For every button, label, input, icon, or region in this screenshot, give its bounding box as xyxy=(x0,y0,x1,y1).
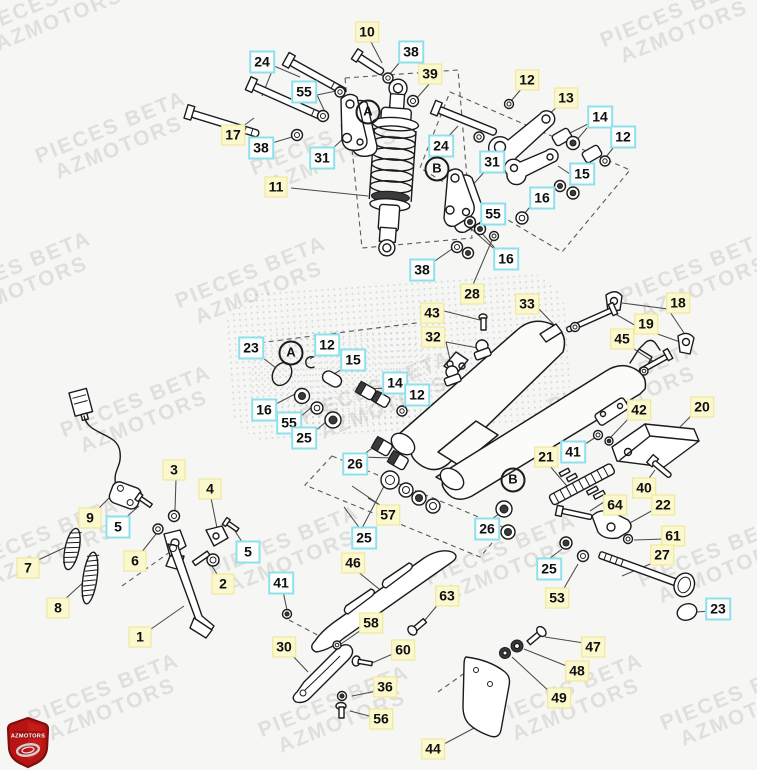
part-label-38[interactable]: 38 xyxy=(409,258,435,282)
part-label-24[interactable]: 24 xyxy=(428,134,454,158)
part-label-3[interactable]: 3 xyxy=(162,459,186,481)
part-label-16[interactable]: 16 xyxy=(493,247,519,271)
part-label-33[interactable]: 33 xyxy=(515,293,539,315)
part-label-57[interactable]: 57 xyxy=(376,504,400,526)
reference-marker-a: A xyxy=(278,340,304,366)
part-label-26[interactable]: 26 xyxy=(342,452,368,476)
part-label-58[interactable]: 58 xyxy=(359,612,383,634)
part-label-49[interactable]: 49 xyxy=(547,687,571,709)
part-label-6[interactable]: 6 xyxy=(123,550,147,572)
part-label-15[interactable]: 15 xyxy=(340,348,366,372)
part-label-5[interactable]: 5 xyxy=(235,540,261,564)
part-label-12[interactable]: 12 xyxy=(515,69,539,91)
pivot-bushings-drawing xyxy=(271,356,516,540)
part-label-36[interactable]: 36 xyxy=(373,676,397,698)
part-label-55[interactable]: 55 xyxy=(480,202,506,226)
part-label-2[interactable]: 2 xyxy=(211,573,235,595)
part-label-12[interactable]: 12 xyxy=(404,383,430,407)
part-label-10[interactable]: 10 xyxy=(355,21,379,43)
part-label-5[interactable]: 5 xyxy=(105,515,131,539)
part-label-53[interactable]: 53 xyxy=(545,587,569,609)
part-label-41[interactable]: 41 xyxy=(268,571,294,595)
part-label-44[interactable]: 44 xyxy=(421,738,445,760)
part-label-15[interactable]: 15 xyxy=(569,162,595,186)
shock-absorber-drawing xyxy=(368,78,420,257)
part-label-31[interactable]: 31 xyxy=(479,150,505,174)
part-label-39[interactable]: 39 xyxy=(418,63,442,85)
chain-guide-drawing xyxy=(548,423,700,621)
part-label-41[interactable]: 41 xyxy=(560,440,586,464)
part-label-55[interactable]: 55 xyxy=(291,80,317,104)
part-label-56[interactable]: 56 xyxy=(369,708,393,730)
reference-marker-b: B xyxy=(500,467,526,493)
side-stand-drawing xyxy=(62,387,240,639)
part-label-28[interactable]: 28 xyxy=(460,283,484,305)
part-label-7[interactable]: 7 xyxy=(16,557,40,579)
part-label-24[interactable]: 24 xyxy=(249,50,275,74)
part-label-12[interactable]: 12 xyxy=(314,333,340,357)
part-label-42[interactable]: 42 xyxy=(627,399,651,421)
part-label-43[interactable]: 43 xyxy=(420,302,444,324)
part-label-25[interactable]: 25 xyxy=(291,426,317,450)
part-label-18[interactable]: 18 xyxy=(666,292,690,314)
part-label-27[interactable]: 27 xyxy=(650,544,674,566)
part-label-23[interactable]: 23 xyxy=(238,336,264,360)
part-label-17[interactable]: 17 xyxy=(221,124,245,146)
part-label-11[interactable]: 11 xyxy=(264,176,288,198)
part-label-64[interactable]: 64 xyxy=(603,494,627,516)
part-label-38[interactable]: 38 xyxy=(248,136,274,160)
swingarm-drawing xyxy=(390,291,695,500)
part-label-19[interactable]: 19 xyxy=(634,313,658,335)
part-label-63[interactable]: 63 xyxy=(435,585,459,607)
part-label-45[interactable]: 45 xyxy=(610,328,634,350)
chain-guard-drawing xyxy=(281,550,457,719)
part-label-22[interactable]: 22 xyxy=(651,494,675,516)
azmotors-logo: AZMOTORS xyxy=(6,716,50,769)
part-label-26[interactable]: 26 xyxy=(474,517,500,541)
part-label-61[interactable]: 61 xyxy=(661,525,685,547)
part-label-12[interactable]: 12 xyxy=(610,125,636,149)
part-label-38[interactable]: 38 xyxy=(398,40,424,64)
reference-marker-a: A xyxy=(355,99,381,125)
part-label-21[interactable]: 21 xyxy=(534,446,558,468)
part-label-14[interactable]: 14 xyxy=(382,371,408,395)
mud-flap-drawing xyxy=(462,625,547,738)
part-label-32[interactable]: 32 xyxy=(421,326,445,348)
part-label-47[interactable]: 47 xyxy=(581,636,605,658)
part-label-4[interactable]: 4 xyxy=(198,478,222,500)
logo-text: AZMOTORS xyxy=(11,733,45,739)
part-label-25[interactable]: 25 xyxy=(351,526,377,550)
part-label-46[interactable]: 46 xyxy=(341,552,365,574)
part-label-14[interactable]: 14 xyxy=(587,105,613,129)
part-label-20[interactable]: 20 xyxy=(690,396,714,418)
leader-lines xyxy=(35,39,710,745)
part-label-48[interactable]: 48 xyxy=(565,660,589,682)
reference-marker-b: B xyxy=(424,156,450,182)
rocker-linkage-drawing xyxy=(450,98,611,260)
part-label-40[interactable]: 40 xyxy=(632,477,656,499)
part-label-16[interactable]: 16 xyxy=(251,398,277,422)
part-label-8[interactable]: 8 xyxy=(46,597,70,619)
part-label-31[interactable]: 31 xyxy=(309,146,335,170)
part-label-30[interactable]: 30 xyxy=(272,636,296,658)
part-label-25[interactable]: 25 xyxy=(536,557,562,581)
linkage-plates-drawing xyxy=(340,93,485,234)
part-label-1[interactable]: 1 xyxy=(128,626,152,648)
part-label-23[interactable]: 23 xyxy=(705,597,731,621)
part-label-60[interactable]: 60 xyxy=(391,639,415,661)
part-label-9[interactable]: 9 xyxy=(78,507,102,529)
part-label-16[interactable]: 16 xyxy=(529,186,555,210)
part-label-13[interactable]: 13 xyxy=(554,87,578,109)
